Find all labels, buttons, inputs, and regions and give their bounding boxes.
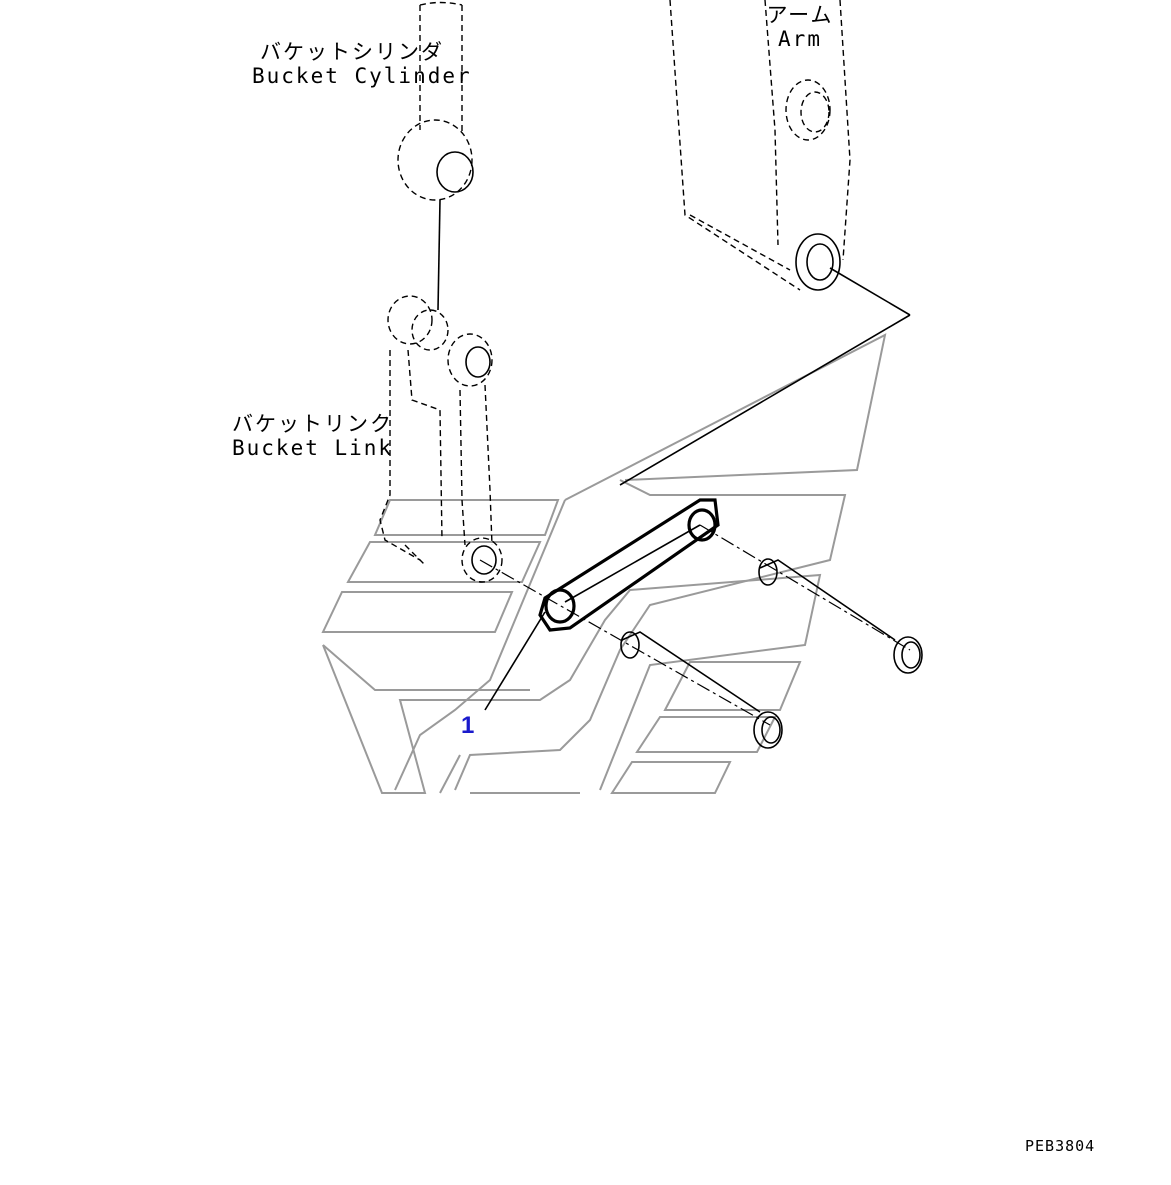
bucket-link: [379, 295, 503, 583]
arm: [619, 0, 911, 486]
bucket-link-label-jp: バケットリンク: [232, 412, 393, 436]
arm-label-en: Arm: [778, 27, 822, 51]
bucket-cylinder-label-jp: バケットシリンダ: [260, 40, 444, 64]
pins: [479, 524, 923, 749]
arm-label: アーム Arm: [765, 3, 835, 51]
bucket-cylinder: [397, 1, 474, 311]
bucket-link-label: バケットリンク Bucket Link: [232, 412, 394, 460]
bucket-cylinder-label-en: Bucket Cylinder: [252, 64, 472, 88]
drawing-code: PEB3804: [1025, 1137, 1096, 1155]
callout-number-1: 1: [461, 712, 475, 739]
bucket-link-label-en: Bucket Link: [232, 436, 394, 460]
arm-label-jp: アーム: [766, 3, 834, 27]
bucket-outline: [321, 333, 887, 794]
link-plate: [538, 498, 720, 632]
bucket-cylinder-label: バケットシリンダ Bucket Cylinder: [252, 40, 472, 88]
